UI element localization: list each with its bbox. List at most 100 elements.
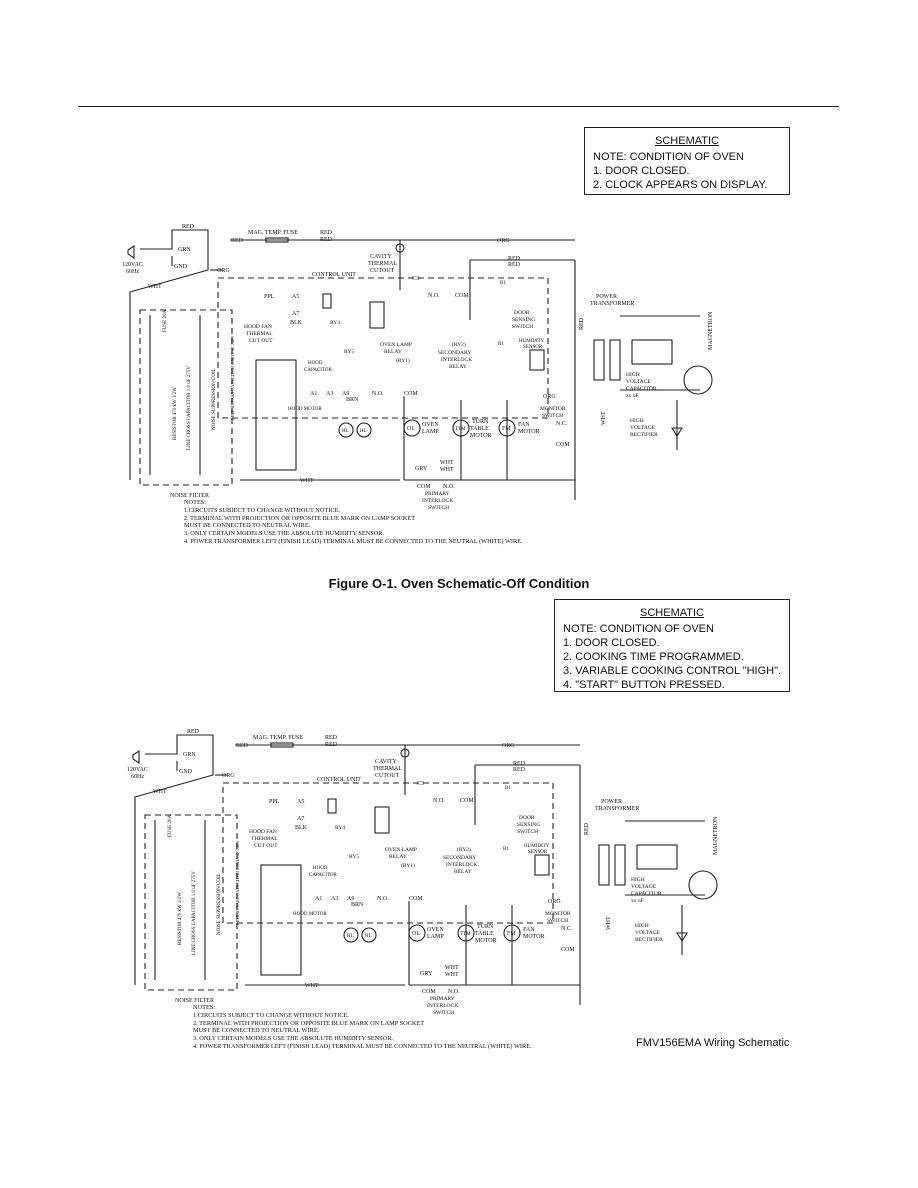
note-line: 3. VARIABLE COOKING CONTROL "HIGH". bbox=[563, 665, 782, 677]
wire-label: THERMAL bbox=[251, 836, 278, 842]
wire-label: MONITOR bbox=[545, 911, 571, 917]
hood-lamp bbox=[338, 422, 354, 438]
wire-label: N.O. bbox=[448, 989, 460, 995]
wire-label: WHT bbox=[153, 789, 167, 795]
wire-label: MOTOR bbox=[523, 934, 545, 940]
humidity-sensor bbox=[534, 854, 550, 876]
footer-label: FMV156EMA Wiring Schematic bbox=[636, 1037, 790, 1049]
wire-label: BLK bbox=[295, 825, 308, 831]
wire-label: B1 bbox=[503, 847, 509, 852]
wire-label: HL bbox=[342, 429, 349, 434]
capacitor-label: LINE BYPASS CAPACITOR 0.0033 uF 250V bbox=[230, 335, 235, 420]
wire-label: COM bbox=[422, 989, 436, 995]
relay-coil-ry4 bbox=[322, 293, 332, 309]
wire-label: ORG bbox=[217, 268, 230, 274]
hood-lamp bbox=[343, 927, 359, 943]
wire-label: INTERLOCK bbox=[427, 1003, 458, 1009]
coil-label: NOISE SUPPRESSION COIL bbox=[217, 873, 222, 935]
wire-label: CUT OUT bbox=[249, 338, 273, 344]
wire-label: COM bbox=[409, 896, 423, 902]
wire-label: RED bbox=[182, 224, 195, 230]
note-item: 1.CIRCUITS SUBJECT TO CHANGE WITHOUT NOT… bbox=[193, 1011, 349, 1019]
wire-label: INTERLOCK bbox=[446, 862, 477, 868]
wire-label: PPL bbox=[264, 294, 275, 300]
wire-label: POWER bbox=[596, 294, 617, 300]
wire-label: PPL bbox=[269, 799, 280, 805]
wire-label: HL bbox=[347, 934, 354, 939]
wire-label: A7 bbox=[292, 311, 299, 317]
wire-label: OVEN bbox=[427, 927, 444, 933]
hood-motor-block bbox=[260, 864, 302, 976]
notes-heading: NOTES: bbox=[184, 499, 207, 506]
wire bbox=[129, 229, 209, 480]
wire-label: INTERLOCK bbox=[422, 498, 453, 504]
wire-label: RY5 bbox=[344, 349, 354, 355]
note-item: MUST BE CONNECTED TO NEUTRAL WIRE. bbox=[184, 522, 311, 530]
note-box-title: SCHEMATIC bbox=[655, 135, 719, 147]
wire-label: SWITCH bbox=[517, 829, 538, 835]
wire-label: RED bbox=[325, 735, 338, 741]
wire-label: WHT bbox=[445, 965, 459, 971]
wire-label: VOLTAGE bbox=[635, 930, 661, 936]
wire-label: xx uF bbox=[626, 393, 639, 399]
wire-label: N.C. bbox=[556, 421, 568, 427]
wire-label: MOTOR bbox=[475, 938, 497, 944]
wire-label: CAPACITOR bbox=[304, 368, 332, 373]
wire-label: COM bbox=[556, 442, 570, 448]
wire-label: N.O. bbox=[433, 798, 445, 804]
wire-label: RED bbox=[579, 317, 585, 330]
wire-label: HUMIDITY bbox=[519, 339, 545, 344]
wire-label: GRY bbox=[415, 466, 428, 472]
wire-label: RED bbox=[508, 262, 521, 268]
magnetron bbox=[683, 365, 713, 395]
power-transformer bbox=[614, 844, 626, 886]
wire-label: OL bbox=[412, 931, 420, 937]
cavity-thermal-cutout bbox=[395, 243, 405, 253]
relay-coil bbox=[369, 301, 385, 329]
wire-label: xx uF bbox=[631, 898, 644, 904]
wire-label: TABLE bbox=[470, 426, 489, 432]
wire-label: BRN bbox=[351, 902, 364, 908]
wire-label: SWITCH bbox=[433, 1010, 454, 1016]
header-rule bbox=[78, 106, 839, 107]
wire-label: SWITCH bbox=[512, 324, 533, 330]
note-line: 2. CLOCK APPEARS ON DISPLAY. bbox=[593, 179, 768, 191]
wire-label: WHT bbox=[445, 972, 459, 978]
capacitor-label: LINE BYPASS CAPACITOR 0.0033 uF 250V bbox=[235, 840, 240, 925]
wire-label: SECONDARY bbox=[443, 855, 476, 861]
wire-label: SENSING bbox=[512, 317, 535, 323]
fuse-label: FUSE 20A bbox=[168, 815, 173, 837]
thermal-label: THERMAL bbox=[368, 261, 397, 267]
wire-label: WHT bbox=[148, 284, 162, 290]
frequency-label: 60Hz bbox=[126, 269, 139, 275]
wire-label: CAPACITOR bbox=[309, 873, 337, 878]
note-item: 2. TERMINAL WITH PROJECTION OR OPPOSITE … bbox=[184, 514, 416, 522]
wire-label: RECTIFIER bbox=[635, 937, 663, 943]
wire-label: HIGH bbox=[626, 372, 640, 378]
magnetron-label: MAGNETRON bbox=[708, 311, 714, 350]
wire-label: FAN bbox=[518, 422, 530, 428]
note-item: 3. ONLY CERTAIN MODELS USE THE ABSOLUTE … bbox=[193, 1035, 394, 1043]
wire-label: GND bbox=[179, 769, 193, 775]
humidity-sensor bbox=[529, 349, 545, 371]
wire-label: INTERLOCK bbox=[441, 357, 472, 363]
wire-label: OVEN LAMP bbox=[385, 847, 417, 853]
frequency-label: 60Hz bbox=[131, 774, 144, 780]
wire-label: (RY1) bbox=[396, 357, 410, 364]
note-line: NOTE: CONDITION OF OVEN bbox=[563, 623, 714, 635]
wire-label: RED bbox=[187, 729, 200, 735]
thermal-label: CAVITY bbox=[370, 254, 393, 260]
fuse-label: MAG. TEMP. FUSE bbox=[248, 230, 298, 236]
wire-label: OL bbox=[407, 426, 415, 432]
wire-label: ORG bbox=[548, 899, 561, 905]
wire-label: GND bbox=[174, 264, 188, 270]
wire-label: HOOD MOTOR bbox=[288, 407, 322, 412]
plug-icon bbox=[132, 749, 140, 765]
noise-filter-label: NOISE FILTER bbox=[170, 493, 209, 499]
notes-heading: NOTES: bbox=[193, 1004, 216, 1011]
wire-label: MOTOR bbox=[470, 433, 492, 439]
wire-label: WHT bbox=[606, 916, 612, 930]
note-item: 1.CIRCUITS SUBJECT TO CHANGE WITHOUT NOT… bbox=[184, 506, 340, 514]
relay-coil-ry4 bbox=[327, 798, 337, 814]
